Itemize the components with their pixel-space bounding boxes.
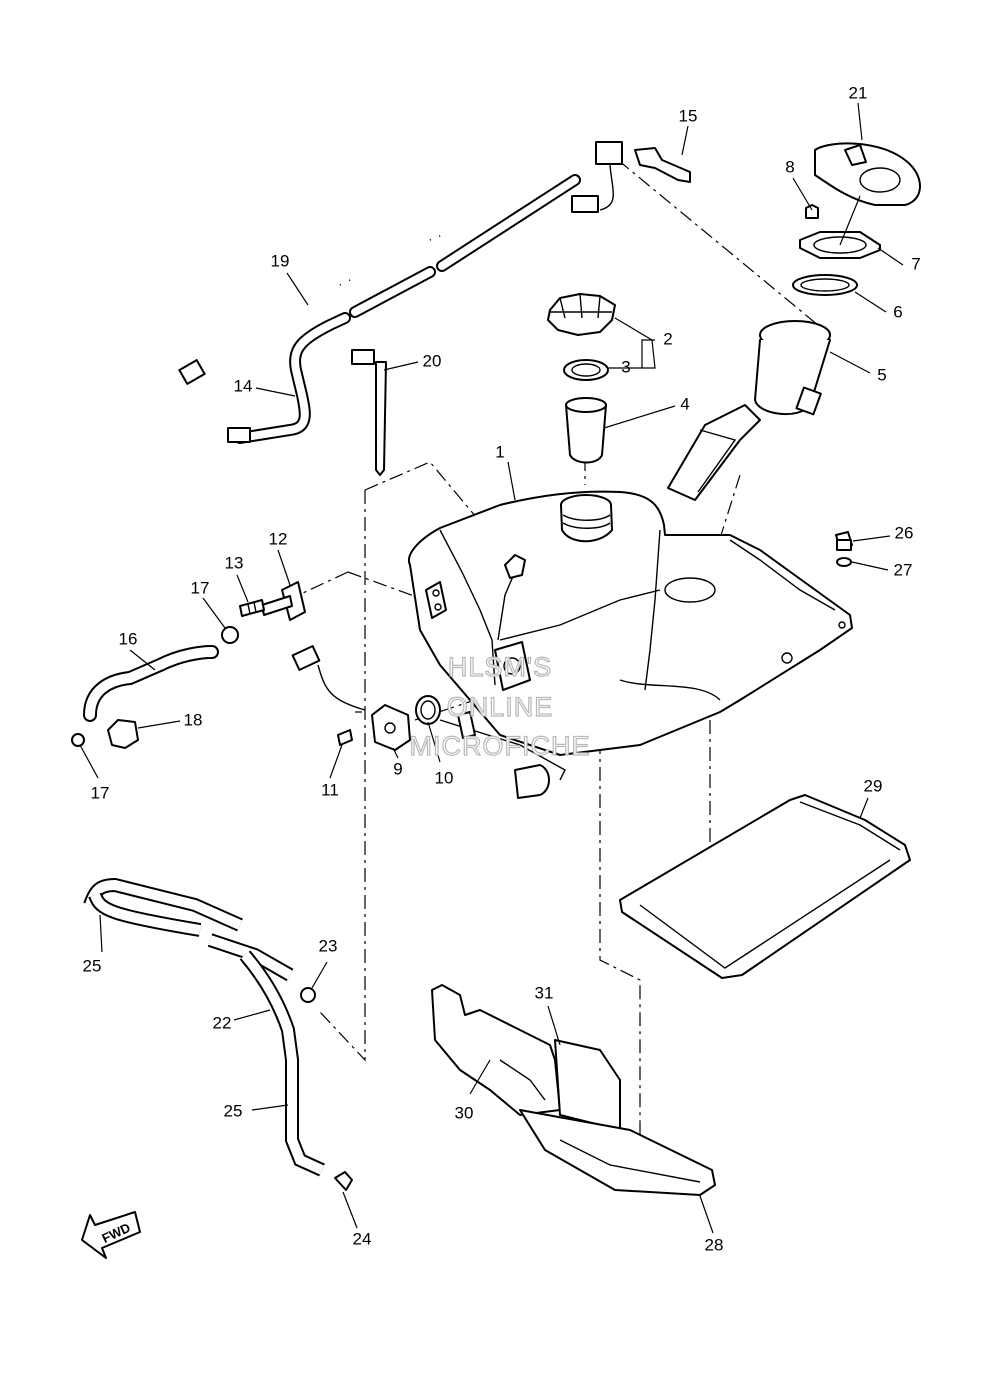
callout-30: 30: [455, 1103, 474, 1122]
callout-2: 2: [663, 329, 672, 348]
callout-8: 8: [785, 157, 794, 176]
forward-direction-arrow: FWD: [81, 1211, 141, 1259]
callout-11: 11: [321, 780, 339, 799]
callout-14: 14: [234, 376, 253, 395]
callout-27: 27: [894, 560, 913, 579]
leader-lines: [79, 102, 904, 1234]
callout-21: 21: [849, 83, 868, 102]
callout-25-upper: 25: [83, 956, 102, 975]
watermark-line-1: HLSM'S: [448, 652, 552, 682]
callout-3: 3: [621, 357, 630, 376]
callout-25-lower: 25: [224, 1101, 243, 1120]
callout-7: 7: [911, 254, 920, 273]
fuel-hose-assembly: [71, 626, 239, 749]
fuel-fitting: [239, 581, 306, 621]
callout-numbers: 1 2 3 4 5 6 7 8 9 10 11 12 13 14 15 16 1…: [83, 83, 921, 1254]
callout-5: 5: [877, 365, 886, 384]
callout-17-upper: 17: [191, 578, 210, 597]
fuel-cap-group: [547, 293, 616, 464]
callout-15: 15: [679, 106, 698, 125]
callout-24: 24: [353, 1229, 372, 1248]
fuel-tank: [407, 490, 853, 756]
fuel-pump-retainer-group: [792, 142, 921, 296]
callout-23: 23: [319, 936, 338, 955]
callout-17-lower: 17: [91, 783, 110, 802]
heat-shield-29: [619, 794, 911, 979]
callout-13: 13: [225, 553, 244, 572]
callout-19: 19: [271, 251, 290, 270]
callout-1: 1: [495, 442, 504, 461]
callout-22: 22: [213, 1013, 232, 1032]
fuel-sender-unit: [291, 645, 566, 799]
lower-shields: [431, 984, 716, 1196]
watermark: HLSM'S ONLINE MICROFICHE: [409, 651, 591, 761]
wire-harness: [178, 141, 623, 385]
callout-28: 28: [705, 1235, 724, 1254]
fuel-pump: [667, 320, 831, 501]
breather-hose: [227, 174, 581, 444]
callout-20: 20: [423, 351, 442, 370]
vent-hose: [83, 877, 353, 1191]
watermark-line-2: ONLINE: [447, 692, 554, 722]
callout-29: 29: [864, 776, 883, 795]
callout-16: 16: [119, 629, 138, 648]
callout-10: 10: [435, 768, 454, 787]
callout-18: 18: [184, 710, 203, 729]
cable-tie: [351, 349, 387, 476]
callout-31: 31: [535, 983, 554, 1002]
callout-9: 9: [393, 759, 402, 778]
callout-6: 6: [893, 302, 902, 321]
callout-4: 4: [680, 394, 689, 413]
bolt-and-washer: [835, 531, 853, 567]
watermark-line-3: MICROFICHE: [410, 731, 591, 761]
clamp-part-15: [634, 147, 691, 183]
callout-26: 26: [895, 523, 914, 542]
callout-12: 12: [269, 529, 288, 548]
